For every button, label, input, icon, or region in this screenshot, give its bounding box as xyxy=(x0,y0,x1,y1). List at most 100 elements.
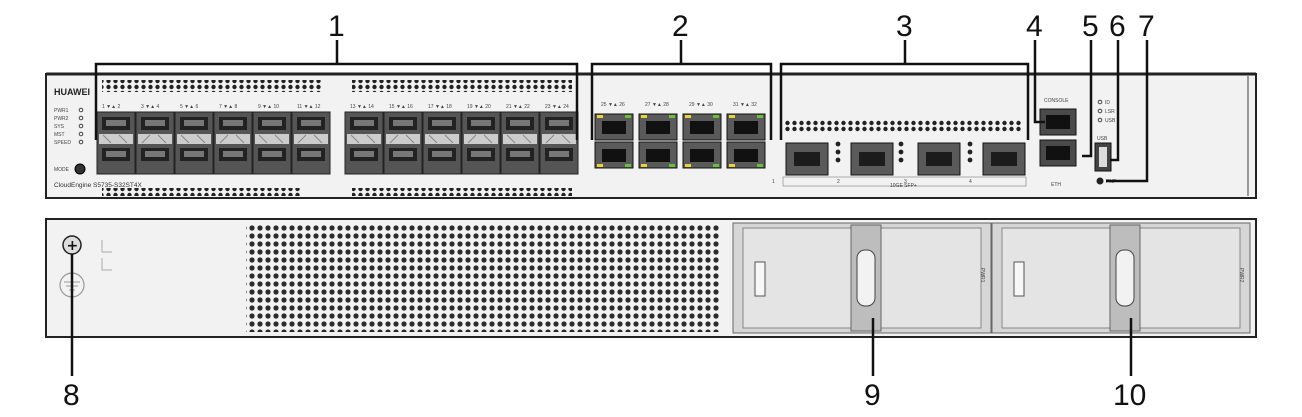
sfp-port-contacts xyxy=(432,120,452,126)
sfp-latch xyxy=(138,134,172,144)
status-led-icon xyxy=(78,115,84,121)
vent-uplink xyxy=(785,120,1023,132)
sfp-port-contacts xyxy=(301,120,321,126)
sfp-latch-mark xyxy=(180,134,206,144)
uplink-led-icon xyxy=(898,149,904,155)
uplink-led-icon xyxy=(898,141,904,147)
sfp-latch xyxy=(542,134,576,144)
sfp-port-contacts xyxy=(471,151,491,157)
uplink-sfp-port[interactable] xyxy=(917,142,961,176)
rj45-led xyxy=(641,164,647,167)
rj45-port-socket xyxy=(690,149,714,162)
rj45-led xyxy=(625,164,631,167)
sfp-port-contacts xyxy=(145,151,165,157)
rj45-led xyxy=(713,164,719,167)
rj45-led xyxy=(597,115,603,118)
status-led-label: MST xyxy=(54,132,65,138)
uplink-port-number: 4 xyxy=(969,179,972,185)
uplink-led-icon xyxy=(967,149,973,155)
uplink-led-icon xyxy=(898,157,904,163)
rj45-port-socket xyxy=(602,149,626,162)
power-latch[interactable] xyxy=(1013,261,1025,297)
uplink-led-icon xyxy=(835,157,841,163)
rj45-pair-label: 31 ▼▲ 32 xyxy=(733,102,757,108)
callout-4: 4 xyxy=(1026,10,1043,43)
sfp-latch-mark xyxy=(219,134,245,144)
sfp-pair-label: 15 ▼▲ 16 xyxy=(389,104,413,110)
status-led-label: PWR2 xyxy=(54,116,69,122)
brand-logo: HUAWEI xyxy=(54,87,90,97)
sfp-port-contacts xyxy=(510,151,530,157)
sfp-port-contacts xyxy=(184,120,204,126)
power-latch[interactable] xyxy=(754,261,766,297)
callout-6: 6 xyxy=(1109,10,1126,43)
uplink-port-number: 2 xyxy=(837,179,840,185)
sfp-port-contacts xyxy=(549,151,569,157)
power-slot-label: PWR2 xyxy=(1238,268,1244,283)
rj45-pair-label: 25 ▼▲ 26 xyxy=(601,102,625,108)
rj45-led xyxy=(729,115,735,118)
mgmt-led-label: ID xyxy=(1105,100,1110,106)
rj45-port-socket xyxy=(646,149,670,162)
sfp-latch xyxy=(216,134,250,144)
sfp-latch xyxy=(99,134,133,144)
uplink-label: 10GE SFP+ xyxy=(890,183,917,189)
uplink-led-icon xyxy=(835,149,841,155)
sfp-latch-mark xyxy=(350,134,376,144)
sfp-latch xyxy=(347,134,381,144)
mgmt-led-label: USB xyxy=(1105,118,1116,124)
rj45-led xyxy=(597,164,603,167)
sfp-latch xyxy=(386,134,420,144)
vent-bottom-right xyxy=(352,188,572,196)
sfp-latch-mark xyxy=(467,134,493,144)
sfp-pair-label: 19 ▼▲ 20 xyxy=(467,104,491,110)
mode-button[interactable] xyxy=(74,163,86,175)
callout-9: 9 xyxy=(864,379,881,412)
sfp-latch-mark xyxy=(545,134,571,144)
vent-top-left xyxy=(102,80,322,92)
sfp-port-contacts xyxy=(549,120,569,126)
callout-1: 1 xyxy=(328,10,345,43)
uplink-label-bracket xyxy=(782,176,1027,187)
sfp-port-contacts xyxy=(184,151,204,157)
status-led-label: PWR1 xyxy=(54,108,69,114)
model-label: CloudEngine S5735-S32ST4X xyxy=(54,182,142,189)
status-led-label: SYS xyxy=(54,124,65,130)
rj45-led xyxy=(685,164,691,167)
callout-7: 7 xyxy=(1138,10,1155,43)
uplink-sfp-socket xyxy=(794,152,820,166)
callout-8: 8 xyxy=(63,379,80,412)
mgmt-led-icon xyxy=(1097,99,1103,105)
pnp-button[interactable] xyxy=(1096,177,1104,185)
mgmt-led-icon xyxy=(1097,117,1103,123)
sfp-latch-mark xyxy=(389,134,415,144)
rj45-led xyxy=(625,115,631,118)
sfp-port-contacts xyxy=(223,120,243,126)
sfp-pair-label: 23 ▼▲ 24 xyxy=(545,104,569,110)
uplink-led-icon xyxy=(967,141,973,147)
sfp-port-contacts xyxy=(106,120,126,126)
rj45-led xyxy=(757,164,763,167)
mgmt-led-icon xyxy=(1097,108,1103,114)
sfp-port-contacts xyxy=(262,151,282,157)
rj45-led xyxy=(757,115,763,118)
sfp-latch-mark xyxy=(428,134,454,144)
uplink-sfp-port[interactable] xyxy=(785,142,829,176)
sfp-port-contacts xyxy=(354,120,374,126)
sfp-port-contacts xyxy=(510,120,530,126)
rj45-led xyxy=(669,164,675,167)
sfp-port-contacts xyxy=(223,151,243,157)
uplink-sfp-socket xyxy=(926,152,952,166)
uplink-sfp-socket xyxy=(859,152,885,166)
sfp-port-contacts xyxy=(301,151,321,157)
rj45-port-socket xyxy=(602,121,626,134)
callout-10: 10 xyxy=(1113,379,1146,412)
sfp-latch xyxy=(425,134,459,144)
sfp-pair-label: 13 ▼▲ 14 xyxy=(350,104,374,110)
